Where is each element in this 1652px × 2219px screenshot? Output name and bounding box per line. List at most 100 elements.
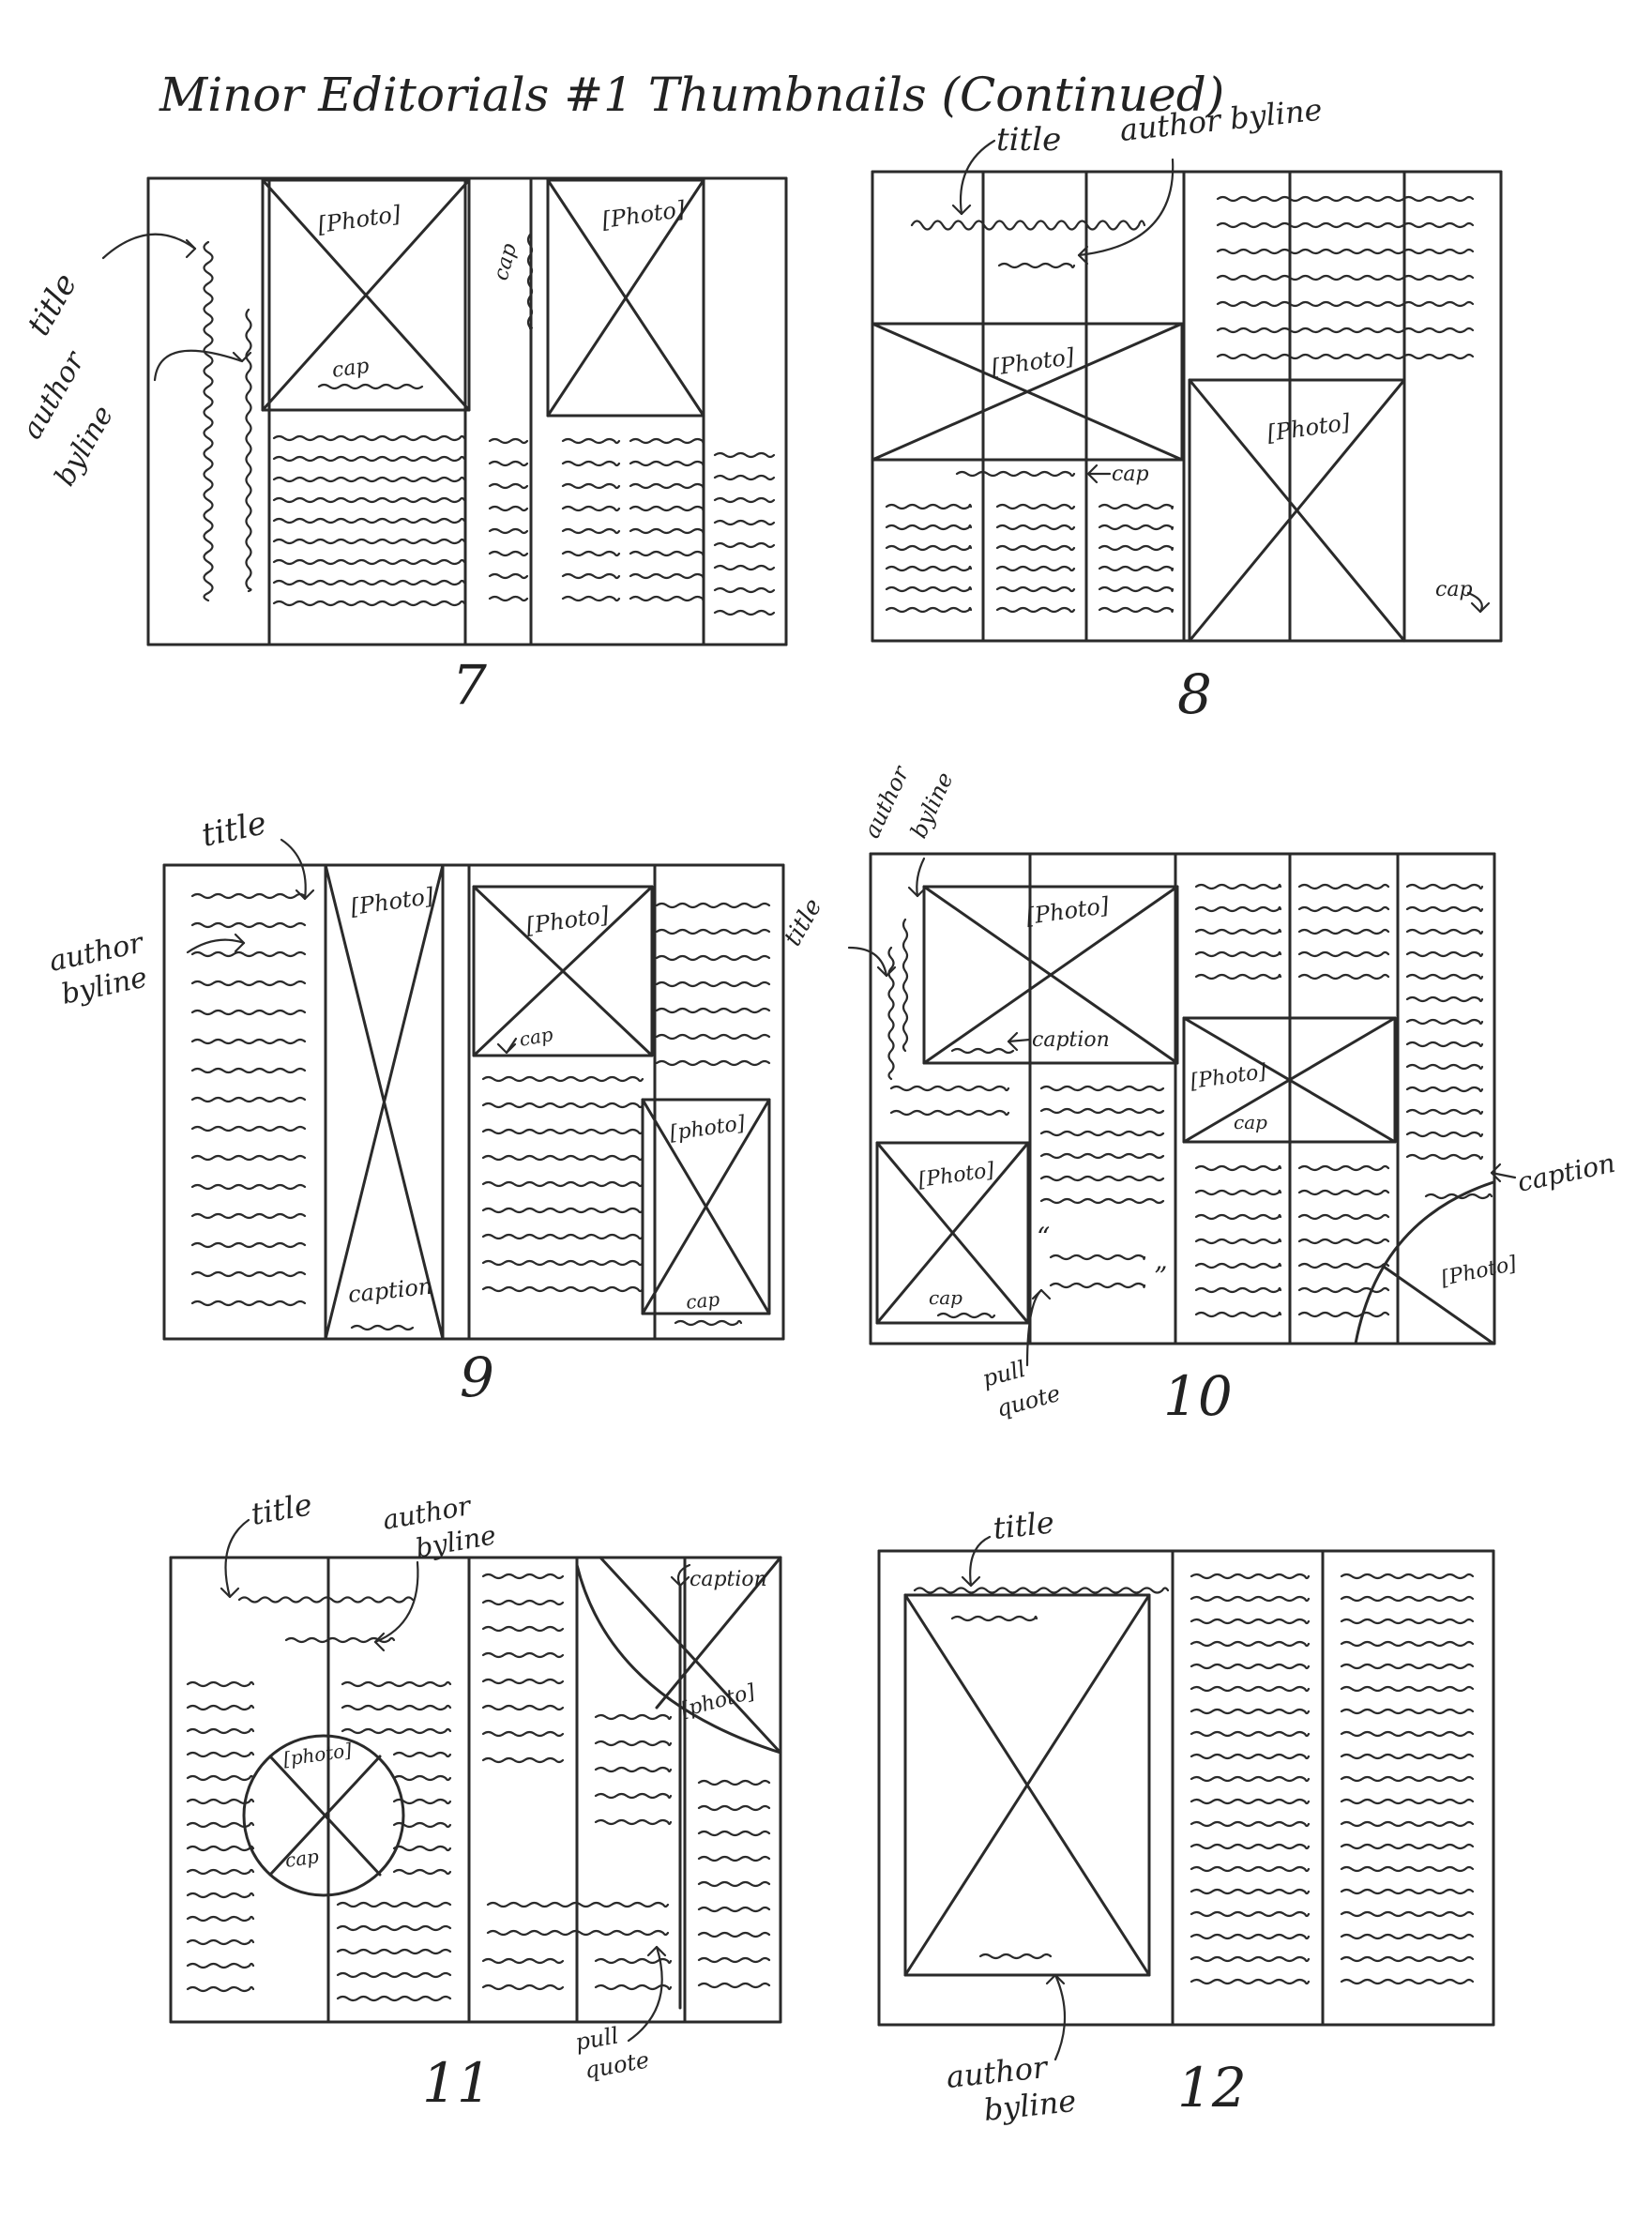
photo-label: [Photo]: [349, 883, 436, 920]
body-text-line: [341, 1680, 452, 1688]
body-text-line: [481, 1730, 565, 1738]
body-text-line: [655, 954, 771, 962]
body-text-line: [995, 524, 1076, 531]
body-text-line: [594, 1983, 673, 1991]
thumbnail-9-photo-cross: [472, 885, 654, 1057]
body-text-line: [1405, 1131, 1484, 1138]
title-squiggle: [950, 1615, 1038, 1622]
body-text-line: [1098, 565, 1175, 572]
body-text-line: [1194, 883, 1282, 890]
thumbnail-12-photo-box: [903, 1593, 1151, 1977]
body-text-line: [713, 474, 776, 481]
body-text-line: [392, 1821, 452, 1829]
body-text-line: [190, 1183, 307, 1191]
body-text-line: [995, 606, 1076, 614]
body-text-line: [186, 1798, 255, 1805]
body-text-line: [697, 1906, 771, 1913]
body-text-line: [1340, 1865, 1475, 1873]
annotation-arrow: [153, 349, 244, 382]
body-text-line: [186, 1727, 255, 1735]
body-text-line: [995, 544, 1076, 552]
body-text-line: [186, 1821, 255, 1829]
thumbnail-number-11: 11: [422, 2051, 492, 2115]
body-text-line: [190, 1241, 307, 1249]
thumbnail-10-photo-top-cross: [922, 885, 1179, 1065]
annotation-arrow-head: [1045, 1973, 1066, 1985]
caption-label: caption: [1515, 1147, 1618, 1198]
annotation-arrow-head: [185, 238, 197, 259]
body-text-line: [1340, 1820, 1475, 1828]
body-text-line: [1297, 1286, 1390, 1294]
title-squiggle: [203, 240, 214, 602]
body-text-line: [1405, 883, 1484, 890]
body-text-line: [995, 565, 1076, 572]
body-text-line: [392, 1845, 452, 1852]
photo-label: [Photo]: [524, 902, 612, 939]
body-text-line: [1098, 585, 1175, 593]
body-text-line: [341, 1704, 452, 1711]
body-text-line: [697, 1830, 771, 1837]
body-text-line: [1190, 1618, 1311, 1625]
body-text-line: [1194, 1238, 1282, 1245]
body-text-line: [561, 550, 621, 557]
body-text-line: [272, 600, 466, 607]
body-text-line: [1190, 1595, 1311, 1603]
body-text-line: [336, 1924, 452, 1932]
annotation-arrow: [627, 1945, 663, 2043]
title-squiggle: [910, 220, 1146, 231]
body-text-line: [1190, 1910, 1311, 1918]
annotation-arrow: [916, 857, 926, 898]
body-text-line: [1340, 1775, 1475, 1783]
annotation-arrow-head: [1470, 601, 1491, 614]
body-text-line: [1340, 1663, 1475, 1670]
thumbnail-8-photo-wide-box: [871, 322, 1184, 462]
body-text-line: [1190, 1978, 1311, 1985]
body-text-line: [713, 609, 776, 616]
photo-label: [Photo]: [1266, 409, 1353, 447]
caption-squiggle: [950, 1047, 1015, 1055]
body-text-line: [885, 565, 973, 572]
caption-label: cap: [1234, 1111, 1267, 1133]
photo-cross: [1382, 1265, 1495, 1345]
body-text-line: [1039, 1197, 1165, 1205]
body-text-line: [1190, 1888, 1311, 1895]
thumbnail-7-photo-right-cross: [546, 178, 705, 418]
photo-label: [Photo]: [316, 201, 403, 238]
body-text-line: [190, 1096, 307, 1103]
annotation-arrow-head: [951, 204, 972, 216]
thumbnail-10-photo-mid-cross: [1182, 1016, 1397, 1144]
body-text-line: [481, 1678, 565, 1685]
caption-label: cap: [283, 1845, 320, 1872]
body-text-line: [1039, 1152, 1165, 1160]
body-text-line: [1216, 300, 1475, 308]
thumbnail-10-photo-left-cross: [875, 1141, 1030, 1325]
body-text-line: [1297, 1189, 1390, 1196]
body-text-line: [481, 1573, 565, 1580]
annotation-arrow: [373, 1560, 419, 1644]
annotation-arrow-head: [1086, 464, 1099, 484]
annotation-arrow: [1490, 1171, 1517, 1179]
body-text-line: [488, 460, 529, 467]
caption-label: caption: [690, 1568, 767, 1591]
annotation-arrow-head: [876, 965, 897, 978]
body-text-line: [1340, 1798, 1475, 1805]
body-text-line: [629, 595, 705, 602]
body-text-line: [1194, 928, 1282, 935]
author-byline-squiggle: [978, 1953, 1053, 1960]
body-text-line: [1340, 1888, 1475, 1895]
body-text-line: [1405, 973, 1484, 980]
body-text-line: [392, 1751, 452, 1758]
body-text-line: [713, 519, 776, 526]
body-text-line: [1340, 1595, 1475, 1603]
body-text-line: [1297, 973, 1390, 980]
body-text-line: [1216, 221, 1475, 229]
body-text-line: [889, 1109, 1010, 1117]
title-label: title: [249, 1486, 315, 1532]
body-text-line: [1098, 544, 1175, 552]
body-text-line: [336, 1948, 452, 1955]
thumbnail-8-photo-wide-cross: [871, 322, 1184, 462]
page-title: Minor Editorials #1 Thumbnails (Continue…: [159, 68, 1224, 122]
body-text-line: [186, 1845, 255, 1852]
body-text-line: [392, 1774, 452, 1782]
